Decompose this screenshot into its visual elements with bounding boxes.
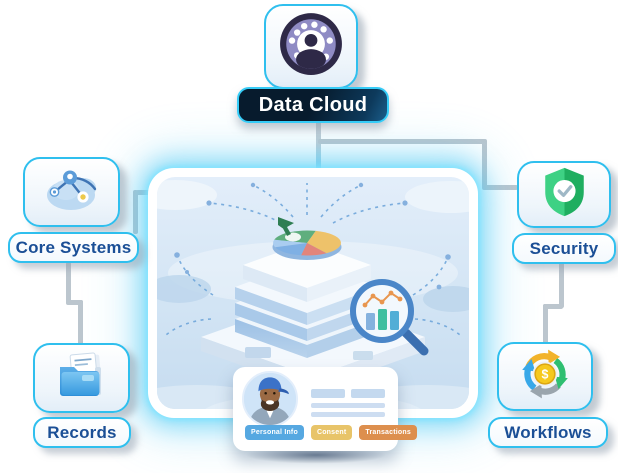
security-label: Security (529, 238, 599, 258)
records-icon-box (33, 343, 130, 413)
placeholder-block-1 (311, 389, 345, 398)
connector-core-to-records-v2 (78, 300, 83, 346)
connector-security-to-workflows-h (543, 304, 563, 309)
placeholder-block-2 (351, 389, 385, 398)
tag-row: Personal Info Consent Transactions (245, 425, 417, 440)
profile-card: Personal Info Consent Transactions (233, 367, 417, 451)
core-systems-icon-box (23, 157, 120, 227)
core-systems-label: Core Systems (15, 237, 132, 257)
svg-text:$: $ (542, 368, 549, 382)
cloud-network-icon (42, 166, 102, 219)
folder-files-icon (52, 350, 112, 407)
workflows-label: Workflows (504, 422, 592, 442)
workflows-pill: Workflows (488, 417, 608, 448)
cycle-dollar-icon: $ (517, 346, 573, 407)
data-cloud-badge: Data Cloud (237, 87, 389, 123)
security-icon-box (517, 161, 611, 228)
connector-security-to-workflows-v2 (543, 304, 548, 344)
shield-check-icon (541, 166, 588, 223)
security-pill: Security (512, 233, 616, 264)
placeholder-line-2 (311, 412, 385, 417)
tag-consent: Consent (310, 425, 353, 440)
data-platform-illustration (157, 177, 469, 409)
connector-image-to-core-v (133, 190, 138, 234)
records-label: Records (47, 422, 117, 442)
connector-security-to-workflows-v1 (559, 262, 564, 308)
magnifier-analytics (350, 279, 429, 356)
tag-personal-info: Personal Info (245, 425, 304, 440)
core-systems-pill: Core Systems (8, 232, 139, 263)
users-ring-icon (278, 11, 344, 82)
records-pill: Records (33, 417, 131, 448)
data-cloud-label: Data Cloud (258, 93, 368, 116)
connector-hub-to-security-v (482, 139, 487, 189)
hub-icon-box (264, 4, 358, 89)
connector-hub-to-image (316, 121, 321, 171)
connector-to-security-box (482, 185, 518, 190)
placeholder-line-1 (311, 403, 385, 408)
tag-transactions: Transactions (359, 425, 417, 440)
connector-core-to-records-h (66, 300, 83, 305)
connector-core-to-records-v1 (66, 262, 71, 304)
workflows-icon-box: $ (497, 342, 593, 411)
connector-hub-to-security-h (318, 139, 486, 144)
avatar (242, 371, 298, 427)
